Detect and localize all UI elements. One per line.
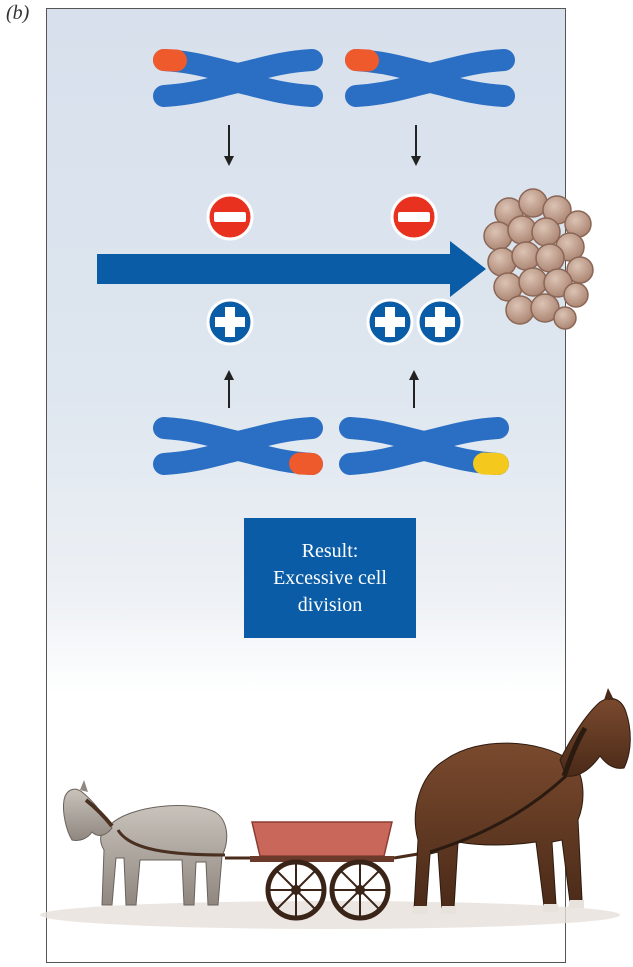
result-line-1: Result: xyxy=(302,538,359,565)
inhibit-sign-icon xyxy=(208,195,252,239)
inhibit-sign-icon xyxy=(392,195,436,239)
result-box: Result: Excessive cell division xyxy=(244,518,416,638)
tumor-cell-mass-icon xyxy=(484,189,593,329)
promote-sign-icon xyxy=(208,300,252,344)
chromosome-icon xyxy=(350,428,498,464)
promote-sign-icon xyxy=(368,300,412,344)
up-arrow-icon xyxy=(409,370,419,408)
promote-sign-icon xyxy=(418,300,462,344)
down-arrow-icon xyxy=(411,125,421,166)
horse-icon xyxy=(63,780,226,905)
chromosome-icon xyxy=(164,428,312,464)
up-arrow-icon xyxy=(224,370,234,408)
chromosome-icon xyxy=(164,60,312,96)
horse-icon xyxy=(412,688,630,914)
result-line-2: Excessive cell xyxy=(273,565,387,592)
cart-wheel-icon xyxy=(268,862,324,918)
result-line-3: division xyxy=(298,592,362,619)
cell-division-arrow xyxy=(97,241,486,297)
chromosome-icon xyxy=(356,60,504,96)
cart-wheel-icon xyxy=(332,862,388,918)
down-arrow-icon xyxy=(224,125,234,166)
